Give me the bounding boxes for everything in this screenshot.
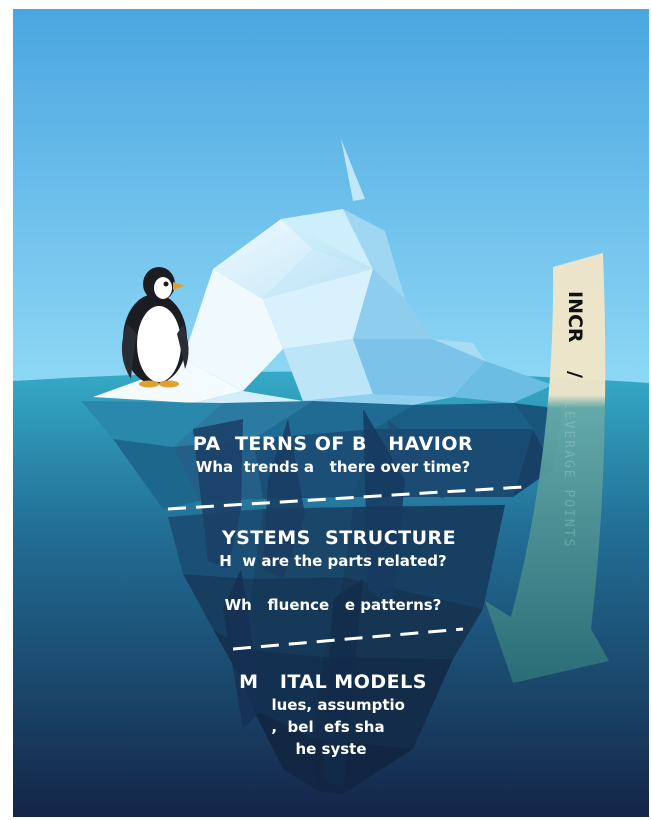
level-line: , bel efs sha <box>271 718 384 736</box>
level-patterns: PA TERNS OF B HAVIOR Wha trends a there … <box>193 433 473 476</box>
level-divider-1 <box>167 485 524 511</box>
level-mental-models: M ITAL MODELS lues, assumptio , bel efs … <box>239 671 427 758</box>
iceberg-underwater <box>81 401 563 794</box>
penguin-icon <box>121 267 189 388</box>
level-line: lues, assumptio <box>261 696 405 714</box>
leverage-arrow: INCR / LEVERAGE POINTS <box>485 253 609 683</box>
arrow-label-tail: / <box>564 371 586 378</box>
level-structure: YSTEMS STRUCTURE H w are the parts relat… <box>219 527 456 614</box>
arrow-body <box>485 253 609 683</box>
level-question: H w are the parts related? <box>219 552 446 570</box>
level-line: he syste <box>295 740 366 758</box>
iceberg-scene: PA TERNS OF B HAVIOR Wha trends a there … <box>13 9 649 817</box>
level-question: Wh fluence e patterns? <box>225 596 442 614</box>
level-question: Wha trends a there over time? <box>196 458 470 476</box>
level-title: M ITAL MODELS <box>239 671 427 693</box>
arrow-label: INCR <box>564 291 586 343</box>
iceberg-tip <box>93 139 553 407</box>
level-title: PA TERNS OF B HAVIOR <box>193 433 473 455</box>
arrow-ghost-text: LEVERAGE POINTS <box>561 401 576 548</box>
level-title: YSTEMS STRUCTURE <box>221 527 456 549</box>
level-divider-2 <box>232 627 464 651</box>
